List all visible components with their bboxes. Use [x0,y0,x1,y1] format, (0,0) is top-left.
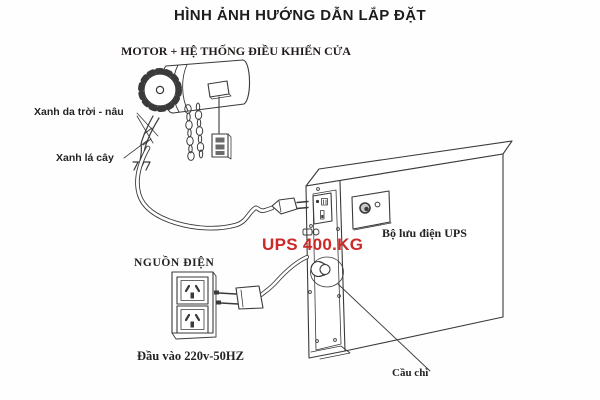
remote-control [211,133,232,160]
wire-label-blue-brown: Xanh da trời - nâu [34,106,124,118]
ups-plug-icon [214,285,264,310]
ups-unit-label: Bộ lưu điện UPS [382,226,467,240]
control-box [207,80,232,100]
ups-model-label: UPS 400.KG [262,235,364,254]
pointer-lines-bluebrown [136,112,159,144]
motor-system-label: MOTOR + HỆ THỐNG ĐIỀU KHIỂN CỬA [121,44,351,58]
chain [184,102,205,161]
bolt-detail [302,228,320,236]
wall-outlet [171,271,217,340]
fuse-knob [310,256,344,288]
input-socket-panel [312,192,333,225]
screw-dots [308,187,341,343]
power-source-label: NGUỒN ĐIỆN [134,257,215,269]
socket-bottom [176,305,209,334]
motor-plug-icon [271,197,309,215]
socket-top [176,276,209,305]
wire-label-green: Xanh lá cây [56,152,114,164]
motor-assembly [138,59,251,161]
input-voltage-label: Đầu vào 220v-50HZ [137,349,244,363]
fuse-highlight-circle [310,256,344,288]
fuse-callout-line [337,283,431,372]
ups-power-cord [214,254,310,310]
ups-box [302,140,513,372]
page-title: HÌNH ẢNH HƯỚNG DẪN LẮP ĐẶT [173,7,427,24]
front-panel [351,190,392,231]
motor-sprocket-icon [138,68,182,112]
fuse-label: Cầu chì [392,367,429,379]
motor-wires [123,112,309,231]
pointer-line-green [123,139,149,159]
indicator-light [374,201,381,208]
